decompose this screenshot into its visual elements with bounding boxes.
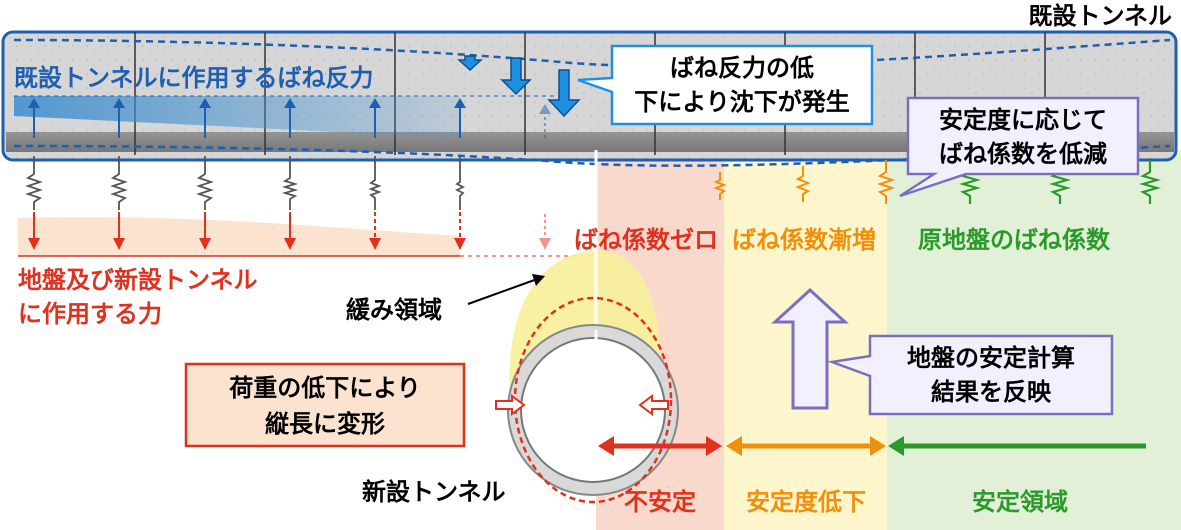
callout-settlement-line1: ばね反力の低 [670, 54, 814, 82]
zone-stable-label: 安定領域 [972, 488, 1068, 516]
callout-reflect: 地盤の安定計算 結果を反映 [827, 334, 1114, 416]
springs-gray [25, 156, 466, 210]
callout-reduce-spring-line1: 安定度に応じて [939, 106, 1107, 134]
zone-arrows [598, 436, 1146, 456]
zone-reduced-label: 安定度低下 [746, 488, 866, 516]
existing-tunnel [1, 30, 1178, 167]
loose-zone-pointer [467, 274, 545, 305]
spring-reaction-label: 既設トンネルに作用するばね反力 [14, 64, 374, 92]
settlement-arrows [457, 55, 581, 118]
spring-zero-label: ばね係数ゼロ [574, 226, 718, 254]
existing-tunnel-label: 既設トンネル [1028, 2, 1172, 30]
loose-zone-label: 緩み領域 [346, 296, 442, 324]
callout-reduce-spring: 安定度に応じて ばね係数を低減 [899, 96, 1140, 198]
spring-original-label: 原地盤のばね係数 [918, 226, 1111, 254]
ground-force-label-line2: に作用する力 [18, 300, 162, 328]
callout-settlement: ばね反力の低 下により沈下が発生 [577, 44, 874, 126]
reflect-up-arrow [771, 287, 849, 410]
callout-deform-line1: 荷重の低下により [229, 374, 421, 402]
ground-force-arrows [28, 212, 551, 250]
callout-reflect-line1: 地盤の安定計算 [907, 344, 1075, 372]
callout-reduce-spring-line2: ばね係数を低減 [939, 140, 1107, 168]
spring-reaction-arrows [28, 98, 551, 138]
ground-force-distribution [18, 217, 460, 256]
callout-settlement-line2: 下により沈下が発生 [634, 88, 850, 116]
deform-arrows [495, 394, 669, 416]
ground-force-label-line1: 地盤及び新設トンネル [18, 266, 258, 294]
callout-reflect-line2: 結果を反映 [931, 378, 1052, 406]
springs-orange [713, 160, 896, 204]
zone-unstable-label: 不安定 [624, 488, 696, 516]
callout-deform: 荷重の低下により 縦長に変形 [184, 362, 466, 448]
callout-deform-line2: 縦長に変形 [265, 410, 385, 438]
new-tunnel-label: 新設トンネル [362, 478, 506, 506]
spring-increase-label: ばね係数漸増 [732, 226, 876, 254]
